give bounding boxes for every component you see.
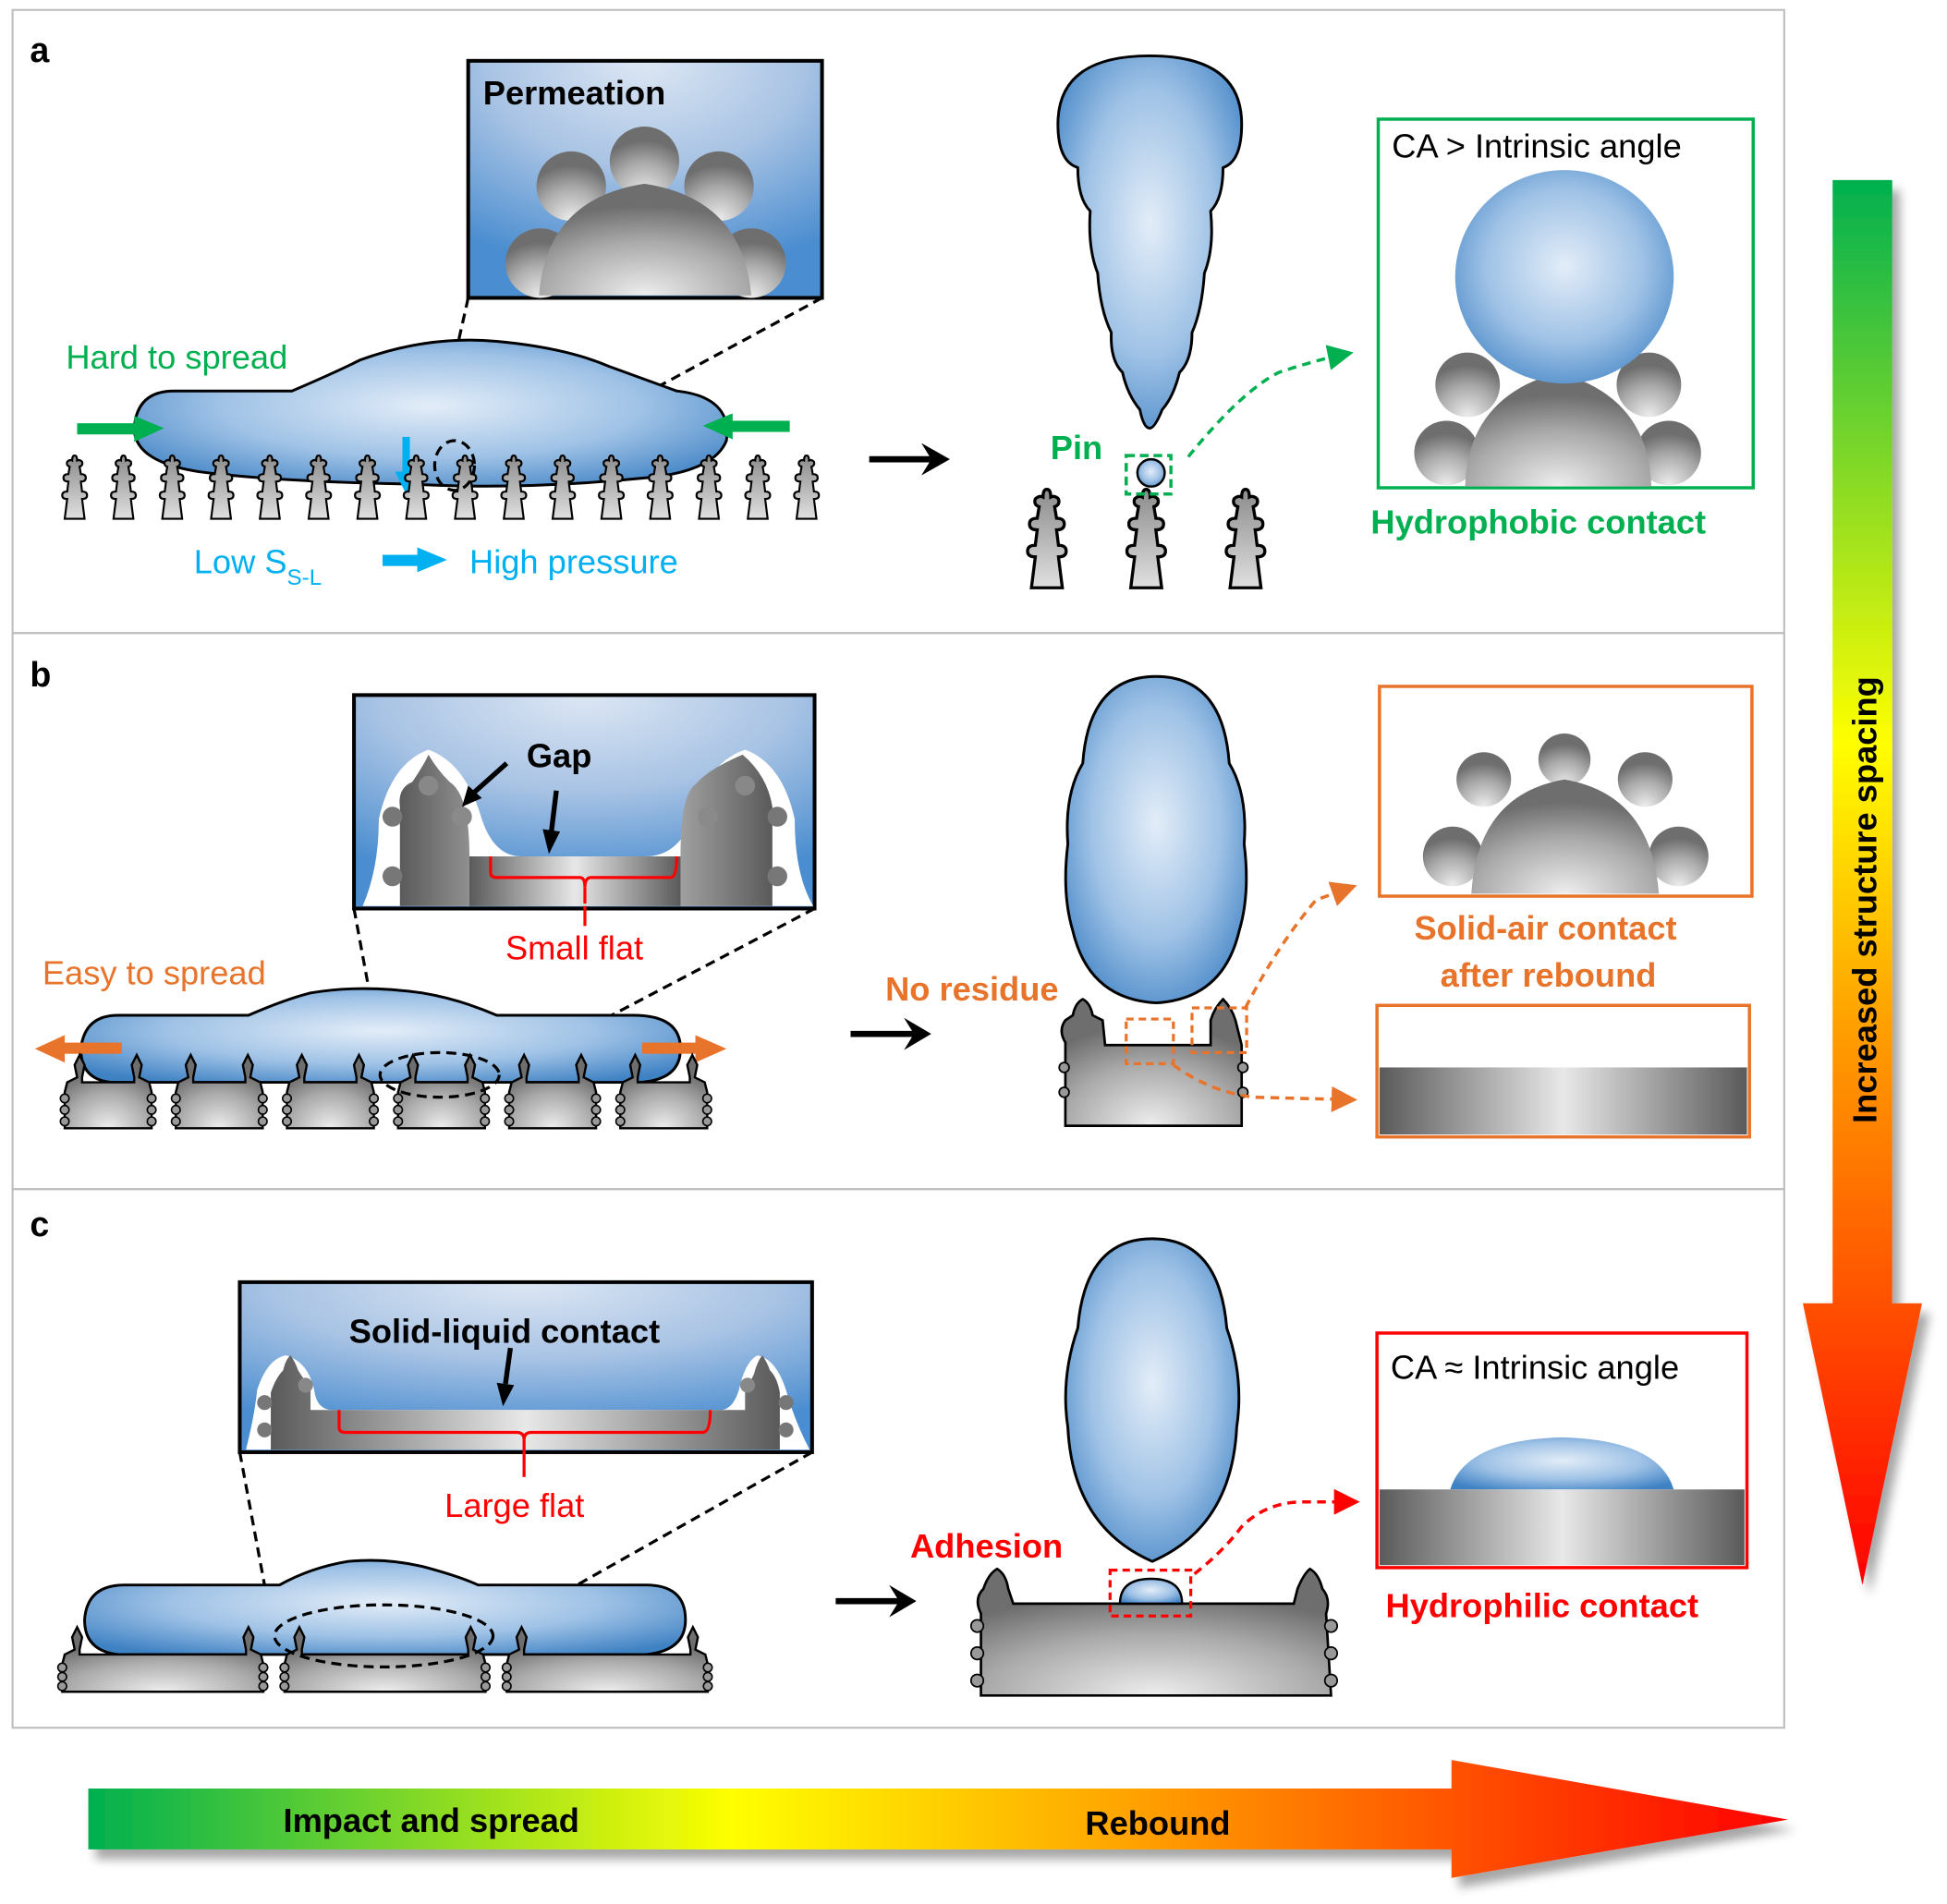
horizontal-process-arrow: [88, 1760, 1788, 1878]
cyan-arrow-shaft: [382, 554, 420, 566]
pillar-block: [170, 1052, 268, 1130]
rebound-droplet-a: [1056, 54, 1244, 431]
ca-approx-label: CA ≈ Intrinsic angle: [1391, 1349, 1679, 1387]
pillar: [744, 455, 772, 520]
solid-air-label-2: after rebound: [1441, 956, 1657, 994]
gap-label: Gap: [527, 736, 592, 774]
pillar: [1125, 487, 1168, 589]
pillar: [1224, 487, 1267, 589]
adhesion-label: Adhesion: [910, 1527, 1063, 1565]
orange-arrow-right: [641, 1035, 727, 1063]
red-curved-arrow: [1193, 1488, 1360, 1575]
pillar-block: [56, 1624, 269, 1693]
orange-curved-arrow-up: [1244, 881, 1357, 1009]
ca-greater-label: CA > Intrinsic angle: [1392, 127, 1681, 165]
small-flat-label: Small flat: [505, 929, 643, 967]
low-s-label: Low S: [194, 543, 287, 581]
solid-air-box-top: [1378, 685, 1754, 898]
impact-spread-label: Impact and spread: [283, 1801, 578, 1839]
solid-air-label-1: Solid-air contact: [1414, 909, 1676, 947]
panel-b-label: b: [30, 655, 51, 694]
structure-spacing-label: Increased structure spacing: [1845, 676, 1883, 1123]
hydrophobic-droplet: [1454, 170, 1674, 384]
hard-to-spread-label: Hard to spread: [66, 338, 287, 376]
cyan-arrow-head: [417, 547, 447, 573]
spread-droplet: [132, 338, 729, 488]
panel-a-label: a: [30, 30, 50, 69]
pillar: [793, 455, 821, 520]
zoom-ellipse-b: [378, 1050, 501, 1099]
solid-liquid-label: Solid-liquid contact: [349, 1313, 660, 1351]
vertical-spacing-arrow: [1802, 179, 1922, 1585]
spike-highlight-box: [1190, 1006, 1248, 1054]
solid-liquid-inset: Solid-liquid contact: [237, 1279, 814, 1454]
pressure-caption: Low SS-L High pressure: [194, 543, 678, 590]
zoom-circle-a: [432, 439, 477, 492]
orange-curved-arrow-down: [1172, 1063, 1357, 1112]
solid-air-box-bottom: [1375, 1003, 1751, 1139]
inset-pillar-top: [505, 127, 786, 298]
zoom-ellipse-c: [273, 1603, 495, 1668]
no-residue-label: No residue: [885, 970, 1058, 1008]
pillar-block: [504, 1052, 602, 1130]
rebound-label: Rebound: [1085, 1804, 1230, 1842]
adhesion-highlight-box: [1108, 1568, 1193, 1618]
high-pressure-label: High pressure: [469, 543, 678, 581]
pillar: [1026, 487, 1068, 589]
permeation-inset: Permeation: [466, 58, 824, 300]
pinned-droplet: [1136, 457, 1166, 488]
pillar-row-a-rebound: [1026, 487, 1267, 589]
pillar: [61, 455, 89, 520]
orange-arrow-left: [34, 1035, 122, 1063]
gap-inset: Gap: [352, 693, 817, 911]
pillar: [110, 455, 138, 520]
panel-a: a Permeation Hard to spread: [30, 30, 1755, 590]
rebound-droplet-b: [1064, 674, 1248, 1005]
pillar-block: [501, 1624, 713, 1693]
hydrophilic-box: CA ≈ Intrinsic angle: [1375, 1331, 1749, 1570]
pillar-block: [59, 1052, 157, 1130]
s-subscript: S-L: [287, 565, 322, 590]
panel-c-frame: [11, 1188, 1785, 1729]
hydrophilic-contact-label: Hydrophilic contact: [1386, 1587, 1699, 1625]
pillar-row-c: [56, 1624, 713, 1693]
panel-c: c Solid-liquid contact Large flat Adhesi…: [30, 1205, 1749, 1697]
svg-text:Low SS-L: Low SS-L: [194, 543, 322, 590]
green-arrow-left: [702, 413, 790, 440]
rebound-droplet-c: [1064, 1237, 1241, 1563]
spread-droplet-b: [79, 987, 682, 1085]
permeation-title: Permeation: [483, 74, 666, 112]
hydrophobic-box: CA > Intrinsic angle: [1376, 117, 1755, 490]
flat-highlight-box: [1125, 1017, 1175, 1066]
pillar-row-b: [59, 1052, 712, 1130]
block-c-rebound: [969, 1567, 1339, 1697]
pillar-block: [393, 1052, 491, 1130]
step-arrow-b: [850, 1017, 931, 1050]
step-arrow-c: [835, 1584, 917, 1618]
green-arrow-right: [77, 416, 164, 443]
panel-c-label: c: [30, 1205, 49, 1243]
spread-droplet-c: [83, 1558, 688, 1656]
hydrophilic-droplet: [1450, 1437, 1674, 1490]
pin-highlight-box: [1125, 454, 1173, 496]
green-curved-arrow: [1186, 345, 1354, 458]
pin-label: Pin: [1051, 429, 1102, 467]
easy-to-spread-label: Easy to spread: [43, 953, 266, 991]
panel-b: b Gap Small flat Easy to spread: [30, 655, 1754, 1139]
large-flat-label: Large flat: [444, 1486, 584, 1524]
hydrophobic-contact-label: Hydrophobic contact: [1370, 503, 1706, 541]
pillar-block: [615, 1052, 712, 1130]
pillar-block: [282, 1052, 380, 1130]
step-arrow-a: [869, 443, 950, 476]
residual-droplet: [1118, 1577, 1184, 1606]
